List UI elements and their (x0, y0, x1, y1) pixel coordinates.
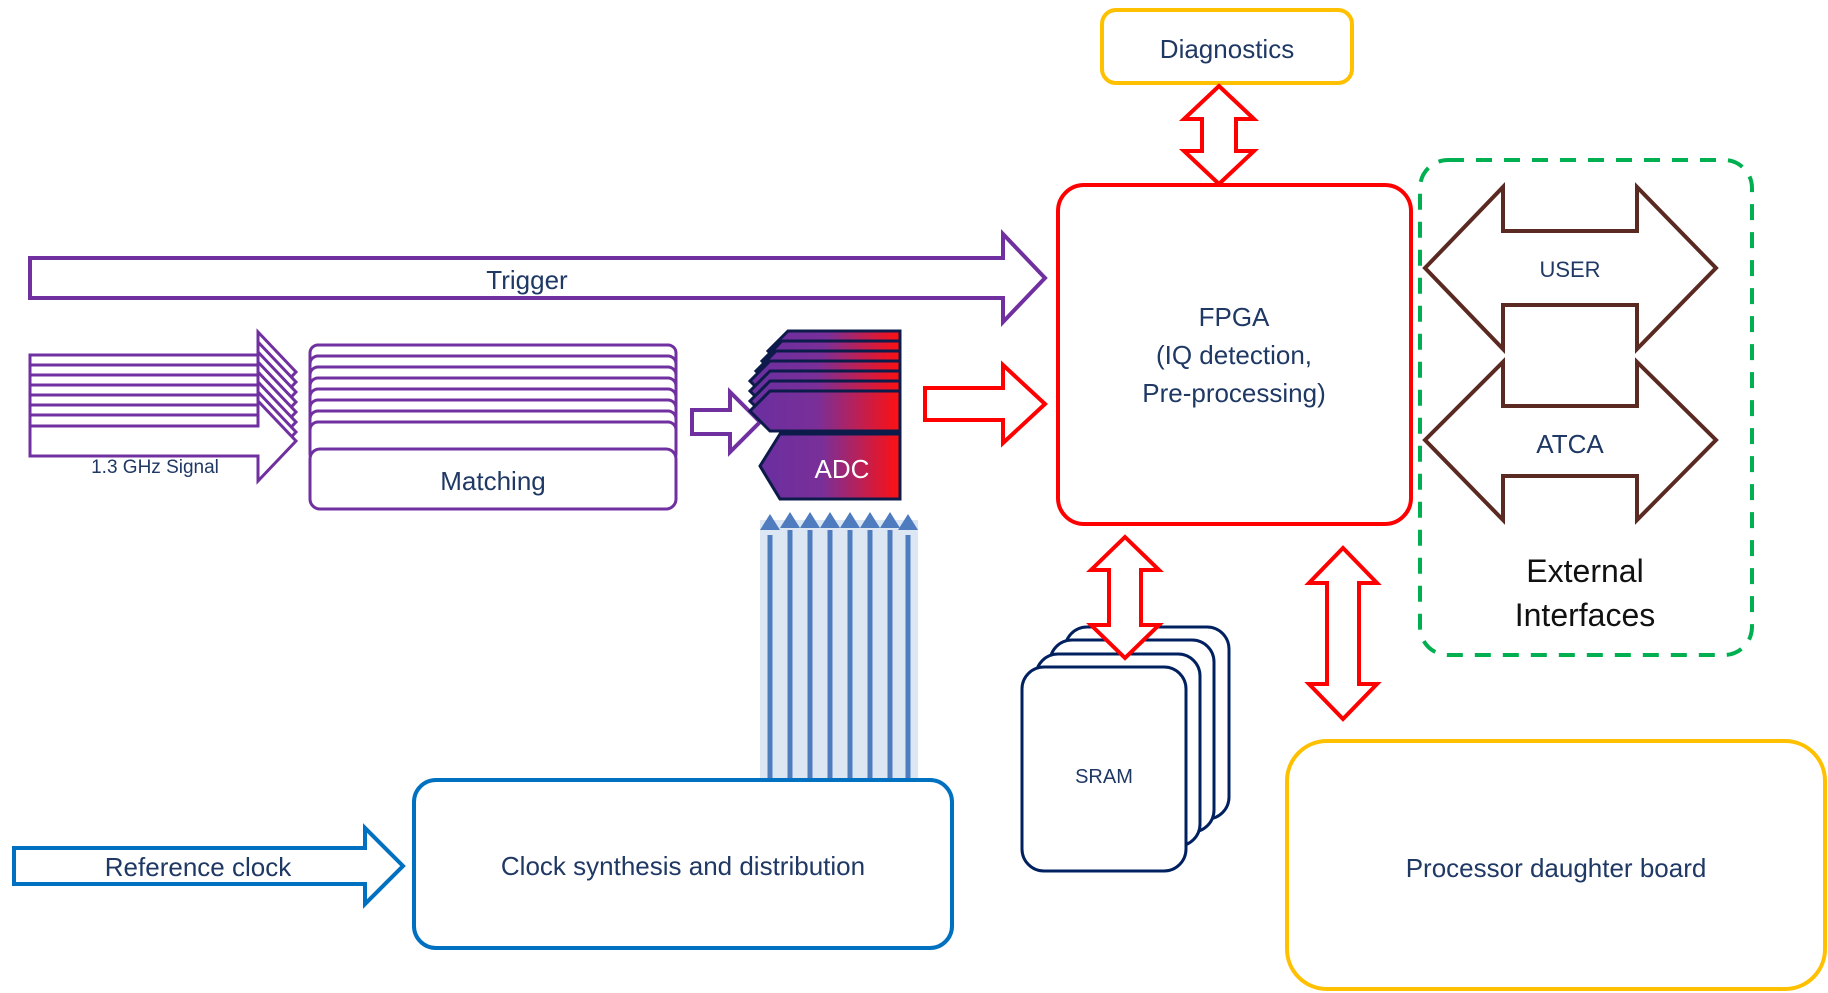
diagnostics-box (1100, 8, 1354, 85)
diagnostics-label: Diagnostics (1160, 34, 1294, 64)
external-interfaces-label-1: External (1526, 553, 1643, 589)
signal-label: 1.3 GHz Signal (91, 457, 219, 478)
atca-label: ATCA (1536, 429, 1604, 459)
fpga-title: FPGA (1199, 302, 1270, 332)
clock-synthesis-label: Clock synthesis and distribution (501, 851, 865, 881)
matching-box-stack (308, 343, 678, 511)
processor-board-box (1285, 739, 1827, 991)
external-interfaces-label-2: Interfaces (1515, 597, 1656, 633)
user-label: USER (1539, 257, 1600, 282)
diagnostics-fpga-arrow (1178, 83, 1260, 187)
external-interfaces-group (1418, 158, 1754, 657)
fpga-subtitle-2: Pre-processing) (1142, 378, 1326, 408)
adc-fpga-arrow (923, 360, 1048, 448)
processor-board-label: Processor daughter board (1406, 853, 1707, 883)
user-interface-arrow (1422, 182, 1719, 354)
fpga-box (1056, 183, 1413, 526)
clock-distribution-lines (760, 512, 918, 780)
signal-arrow-stack (28, 328, 299, 485)
sram-label: SRAM (1075, 766, 1133, 788)
clock-synthesis-box (412, 778, 954, 950)
fpga-subtitle-1: (IQ detection, (1156, 340, 1312, 370)
trigger-arrow (28, 229, 1048, 327)
adc-label: ADC (815, 454, 870, 484)
reference-clock-label: Reference clock (105, 852, 292, 882)
fpga-sram-arrow (1086, 534, 1164, 661)
reference-clock-arrow (12, 823, 406, 909)
matching-label: Matching (440, 466, 546, 496)
adc-chip-stack (747, 329, 902, 501)
trigger-label: Trigger (486, 265, 568, 295)
atca-interface-arrow (1422, 357, 1719, 525)
matching-adc-arrow (690, 387, 763, 457)
sram-stack (1020, 625, 1231, 873)
fpga-processor-arrow (1304, 545, 1382, 722)
